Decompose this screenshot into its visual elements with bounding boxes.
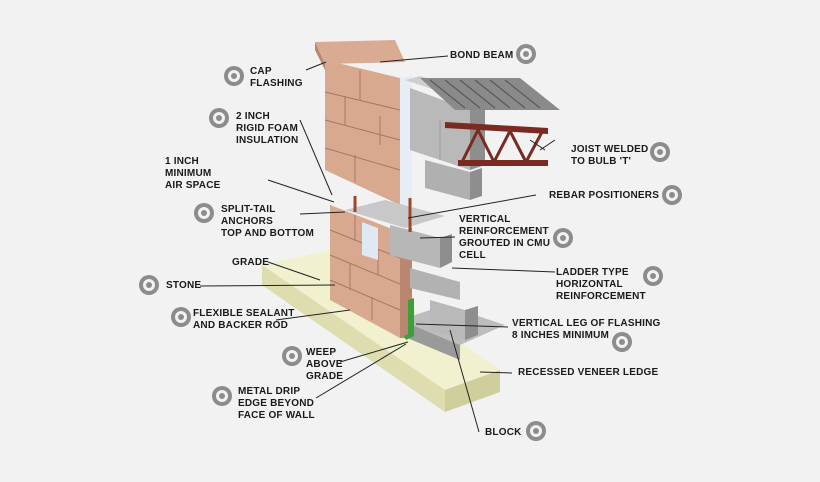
label-cap-flashing: CAP FLASHING — [250, 66, 303, 89]
label-air-space: 1 INCH MINIMUM AIR SPACE — [165, 156, 221, 191]
label-vertical-reinforcement: VERTICAL REINFORCEMENT GROUTED IN CMU CE… — [459, 214, 551, 261]
hotspot-ladder-reinforcement[interactable] — [643, 266, 663, 286]
green-flashing — [404, 298, 414, 340]
label-split-tail: SPLIT-TAIL ANCHORS TOP AND BOTTOM — [221, 204, 314, 239]
hotspot-rigid-foam[interactable] — [209, 108, 229, 128]
hotspot-weep[interactable] — [282, 346, 302, 366]
label-block: BLOCK — [485, 427, 522, 438]
label-stone: STONE — [166, 280, 202, 291]
cap-stone — [315, 40, 405, 64]
lower-stone-wall — [330, 205, 400, 338]
hotspot-vertical-reinforcement[interactable] — [553, 228, 573, 248]
label-drip-edge: METAL DRIP EDGE BEYOND FACE OF WALL — [238, 386, 315, 421]
lower-foam — [362, 222, 378, 260]
label-recessed-ledge: RECESSED VENEER LEDGE — [518, 367, 659, 378]
hotspot-cap-flashing[interactable] — [224, 66, 244, 86]
steel-deck — [420, 78, 560, 110]
hotspot-split-tail[interactable] — [194, 203, 214, 223]
lower-cmu-blocks — [345, 200, 478, 340]
upper-stone-wall — [325, 60, 400, 205]
hotspot-rebar-positioners[interactable] — [662, 185, 682, 205]
label-joist: JOIST WELDED TO BULB 'T' — [571, 144, 649, 167]
hotspot-bond-beam[interactable] — [516, 44, 536, 64]
hotspot-stone[interactable] — [139, 275, 159, 295]
label-ladder-reinforcement: LADDER TYPE HORIZONTAL REINFORCEMENT — [556, 267, 646, 302]
label-vertical-leg: VERTICAL LEG OF FLASHING 8 INCHES MINIMU… — [512, 318, 661, 341]
upper-stone-joints — [324, 70, 401, 182]
label-rigid-foam: 2 INCH RIGID FOAM INSULATION — [236, 111, 299, 146]
foundation-slab-side — [445, 370, 500, 412]
label-bond-beam: BOND BEAM — [450, 50, 514, 61]
foam-insulation — [400, 75, 412, 205]
hotspot-joist[interactable] — [650, 142, 670, 162]
steel-joist — [445, 122, 548, 166]
foundation-slab-front — [262, 265, 445, 412]
hotspot-vertical-leg[interactable] — [612, 332, 632, 352]
concrete-ledge-front — [400, 320, 460, 360]
hotspot-sealant[interactable] — [171, 307, 191, 327]
leader-lines — [199, 55, 556, 433]
label-rebar-positioners: REBAR POSITIONERS — [549, 190, 660, 201]
hotspot-drip-edge[interactable] — [212, 386, 232, 406]
label-sealant: FLEXIBLE SEALANT AND BACKER ROD — [193, 308, 295, 331]
label-grade: GRADE — [232, 257, 270, 268]
hotspot-block[interactable] — [526, 421, 546, 441]
label-weep: WEEP ABOVE GRADE — [306, 347, 344, 382]
